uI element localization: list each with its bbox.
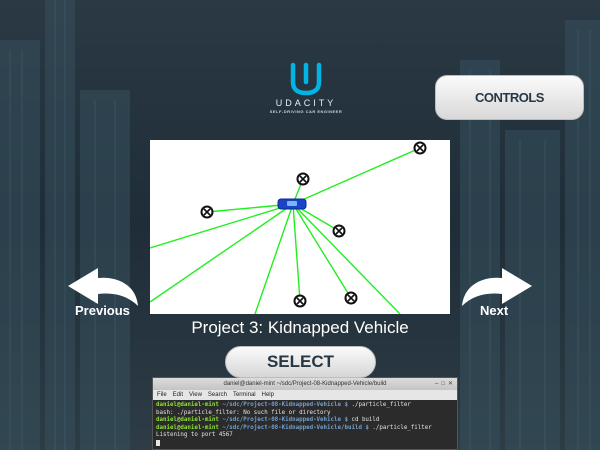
- menu-item-help[interactable]: Help: [261, 392, 274, 398]
- observation-beam: [292, 203, 401, 314]
- vehicle-window: [287, 201, 297, 206]
- observation-beam: [150, 203, 294, 249]
- terminal-cursor: [156, 439, 160, 446]
- terminal-line: daniel@daniel-mint ~/sdc/Project-08-Kidn…: [156, 417, 380, 424]
- terminal-output[interactable]: daniel@daniel-mint ~/sdc/Project-08-Kidn…: [153, 400, 457, 449]
- x-circle-icon: [332, 224, 346, 238]
- observation-beam: [292, 203, 301, 302]
- minimize-icon[interactable]: –: [435, 381, 439, 387]
- next-arrow-icon[interactable]: [458, 264, 536, 308]
- previous-arrow-icon[interactable]: [64, 264, 142, 308]
- terminal-cursor-line: [156, 439, 454, 449]
- terminal-line: daniel@daniel-mint ~/sdc/Project-08-Kidn…: [156, 424, 432, 431]
- x-circle-icon: [296, 172, 310, 186]
- logo-name: UDACITY: [275, 98, 337, 108]
- observation-beam: [254, 203, 294, 314]
- terminal-titlebar[interactable]: daniel@daniel-mint ~/sdc/Project-08-Kidn…: [153, 378, 457, 390]
- menu-item-view[interactable]: View: [189, 392, 202, 398]
- terminal-menubar: File Edit View Search Terminal Help: [153, 390, 457, 400]
- project-title: Project 3: Kidnapped Vehicle: [191, 318, 409, 337]
- observation-beam: [292, 203, 352, 299]
- observation-beam: [292, 147, 421, 205]
- logo-tagline: SELF-DRIVING CAR ENGINEER: [269, 109, 343, 114]
- x-circle-icon: [413, 141, 427, 155]
- maximize-icon[interactable]: □: [441, 381, 445, 387]
- menu-item-search[interactable]: Search: [207, 392, 227, 398]
- x-circle-icon: [293, 294, 307, 308]
- udacity-logo: UDACITY SELF-DRIVING CAR ENGINEER: [268, 62, 344, 114]
- terminal-line: daniel@daniel-mint ~/sdc/Project-08-Kidn…: [156, 402, 411, 408]
- simulator-view: [150, 140, 450, 314]
- close-icon[interactable]: ✕: [447, 381, 453, 387]
- terminal-line: Listening to port 4567: [156, 432, 233, 439]
- terminal-title: daniel@daniel-mint ~/sdc/Project-08-Kidn…: [223, 381, 387, 387]
- controls-button[interactable]: CONTROLS: [435, 75, 584, 120]
- x-circle-icon: [344, 291, 358, 305]
- terminal-line: bash: ./particle_filter: No such file or…: [156, 409, 331, 416]
- select-button[interactable]: SELECT: [225, 346, 376, 378]
- previous-label[interactable]: Previous: [75, 303, 130, 318]
- udacity-u-icon: [290, 62, 322, 96]
- menu-item-file[interactable]: File: [157, 392, 167, 398]
- menu-item-edit[interactable]: Edit: [172, 392, 184, 398]
- menu-item-terminal[interactable]: Terminal: [232, 392, 256, 398]
- terminal-window[interactable]: daniel@daniel-mint ~/sdc/Project-08-Kidn…: [152, 377, 458, 450]
- x-circle-icon: [200, 205, 214, 219]
- next-label[interactable]: Next: [480, 303, 509, 318]
- observation-beam: [150, 203, 294, 303]
